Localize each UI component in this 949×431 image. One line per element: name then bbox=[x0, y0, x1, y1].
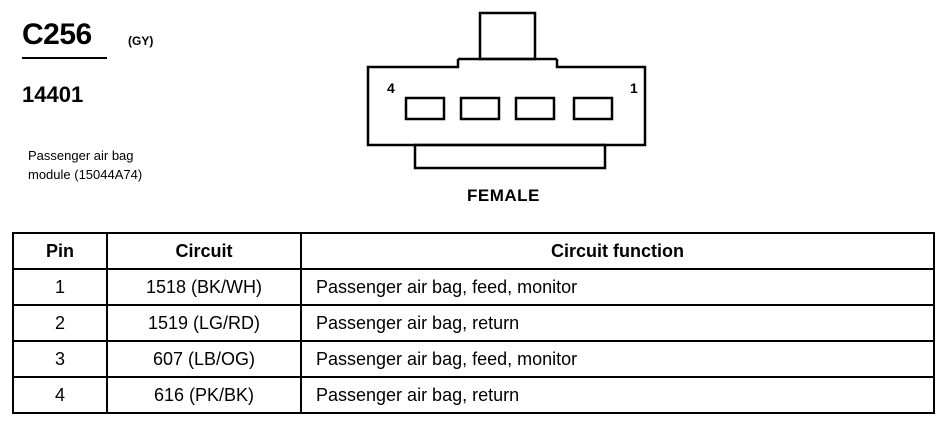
module-description-line-1: Passenger air bag bbox=[28, 148, 134, 163]
pinout-table: Pin Circuit Circuit function 1 1518 (BK/… bbox=[12, 232, 935, 414]
cell-pin: 2 bbox=[12, 304, 108, 342]
connector-id: C256 bbox=[22, 18, 92, 51]
cell-pin: 4 bbox=[12, 376, 108, 414]
cell-function: Passenger air bag, return bbox=[300, 304, 935, 342]
table-row: 1 1518 (BK/WH) Passenger air bag, feed, … bbox=[12, 268, 935, 306]
cell-function: Passenger air bag, return bbox=[300, 376, 935, 414]
connector-face-diagram: 4 1 bbox=[366, 11, 647, 170]
module-description-line-2: module (15044A74) bbox=[28, 167, 143, 182]
header-pin: Pin bbox=[12, 232, 108, 270]
header-circuit-function: Circuit function bbox=[300, 232, 935, 270]
pin-cavity-3 bbox=[459, 96, 501, 121]
cell-function: Passenger air bag, feed, monitor bbox=[300, 340, 935, 378]
header-circuit: Circuit bbox=[106, 232, 302, 270]
connector-color-code: (GY) bbox=[128, 34, 154, 48]
table-row: 2 1519 (LG/RD) Passenger air bag, return bbox=[12, 304, 935, 342]
connector-key-rib bbox=[413, 143, 607, 170]
cell-pin: 1 bbox=[12, 268, 108, 306]
connector-latch bbox=[478, 11, 537, 61]
cell-circuit: 616 (PK/BK) bbox=[106, 376, 302, 414]
module-description: Passenger air bag module (15044A74) bbox=[28, 146, 142, 184]
pin-cavity-4 bbox=[404, 96, 446, 121]
pin-cavity-2 bbox=[514, 96, 556, 121]
cell-circuit: 1519 (LG/RD) bbox=[106, 304, 302, 342]
connector-housing-outline bbox=[366, 59, 647, 147]
pin-number-label-right: 1 bbox=[630, 80, 638, 96]
title-underline bbox=[22, 57, 107, 59]
table-row: 3 607 (LB/OG) Passenger air bag, feed, m… bbox=[12, 340, 935, 378]
cell-circuit: 1518 (BK/WH) bbox=[106, 268, 302, 306]
cell-circuit: 607 (LB/OG) bbox=[106, 340, 302, 378]
table-header-row: Pin Circuit Circuit function bbox=[12, 232, 935, 270]
cell-function: Passenger air bag, feed, monitor bbox=[300, 268, 935, 306]
part-number: 14401 bbox=[22, 82, 84, 107]
pin-cavity-1 bbox=[572, 96, 614, 121]
cell-pin: 3 bbox=[12, 340, 108, 378]
pin-number-label-left: 4 bbox=[387, 80, 395, 96]
connector-gender-label: FEMALE bbox=[467, 186, 540, 205]
table-row: 4 616 (PK/BK) Passenger air bag, return bbox=[12, 376, 935, 414]
